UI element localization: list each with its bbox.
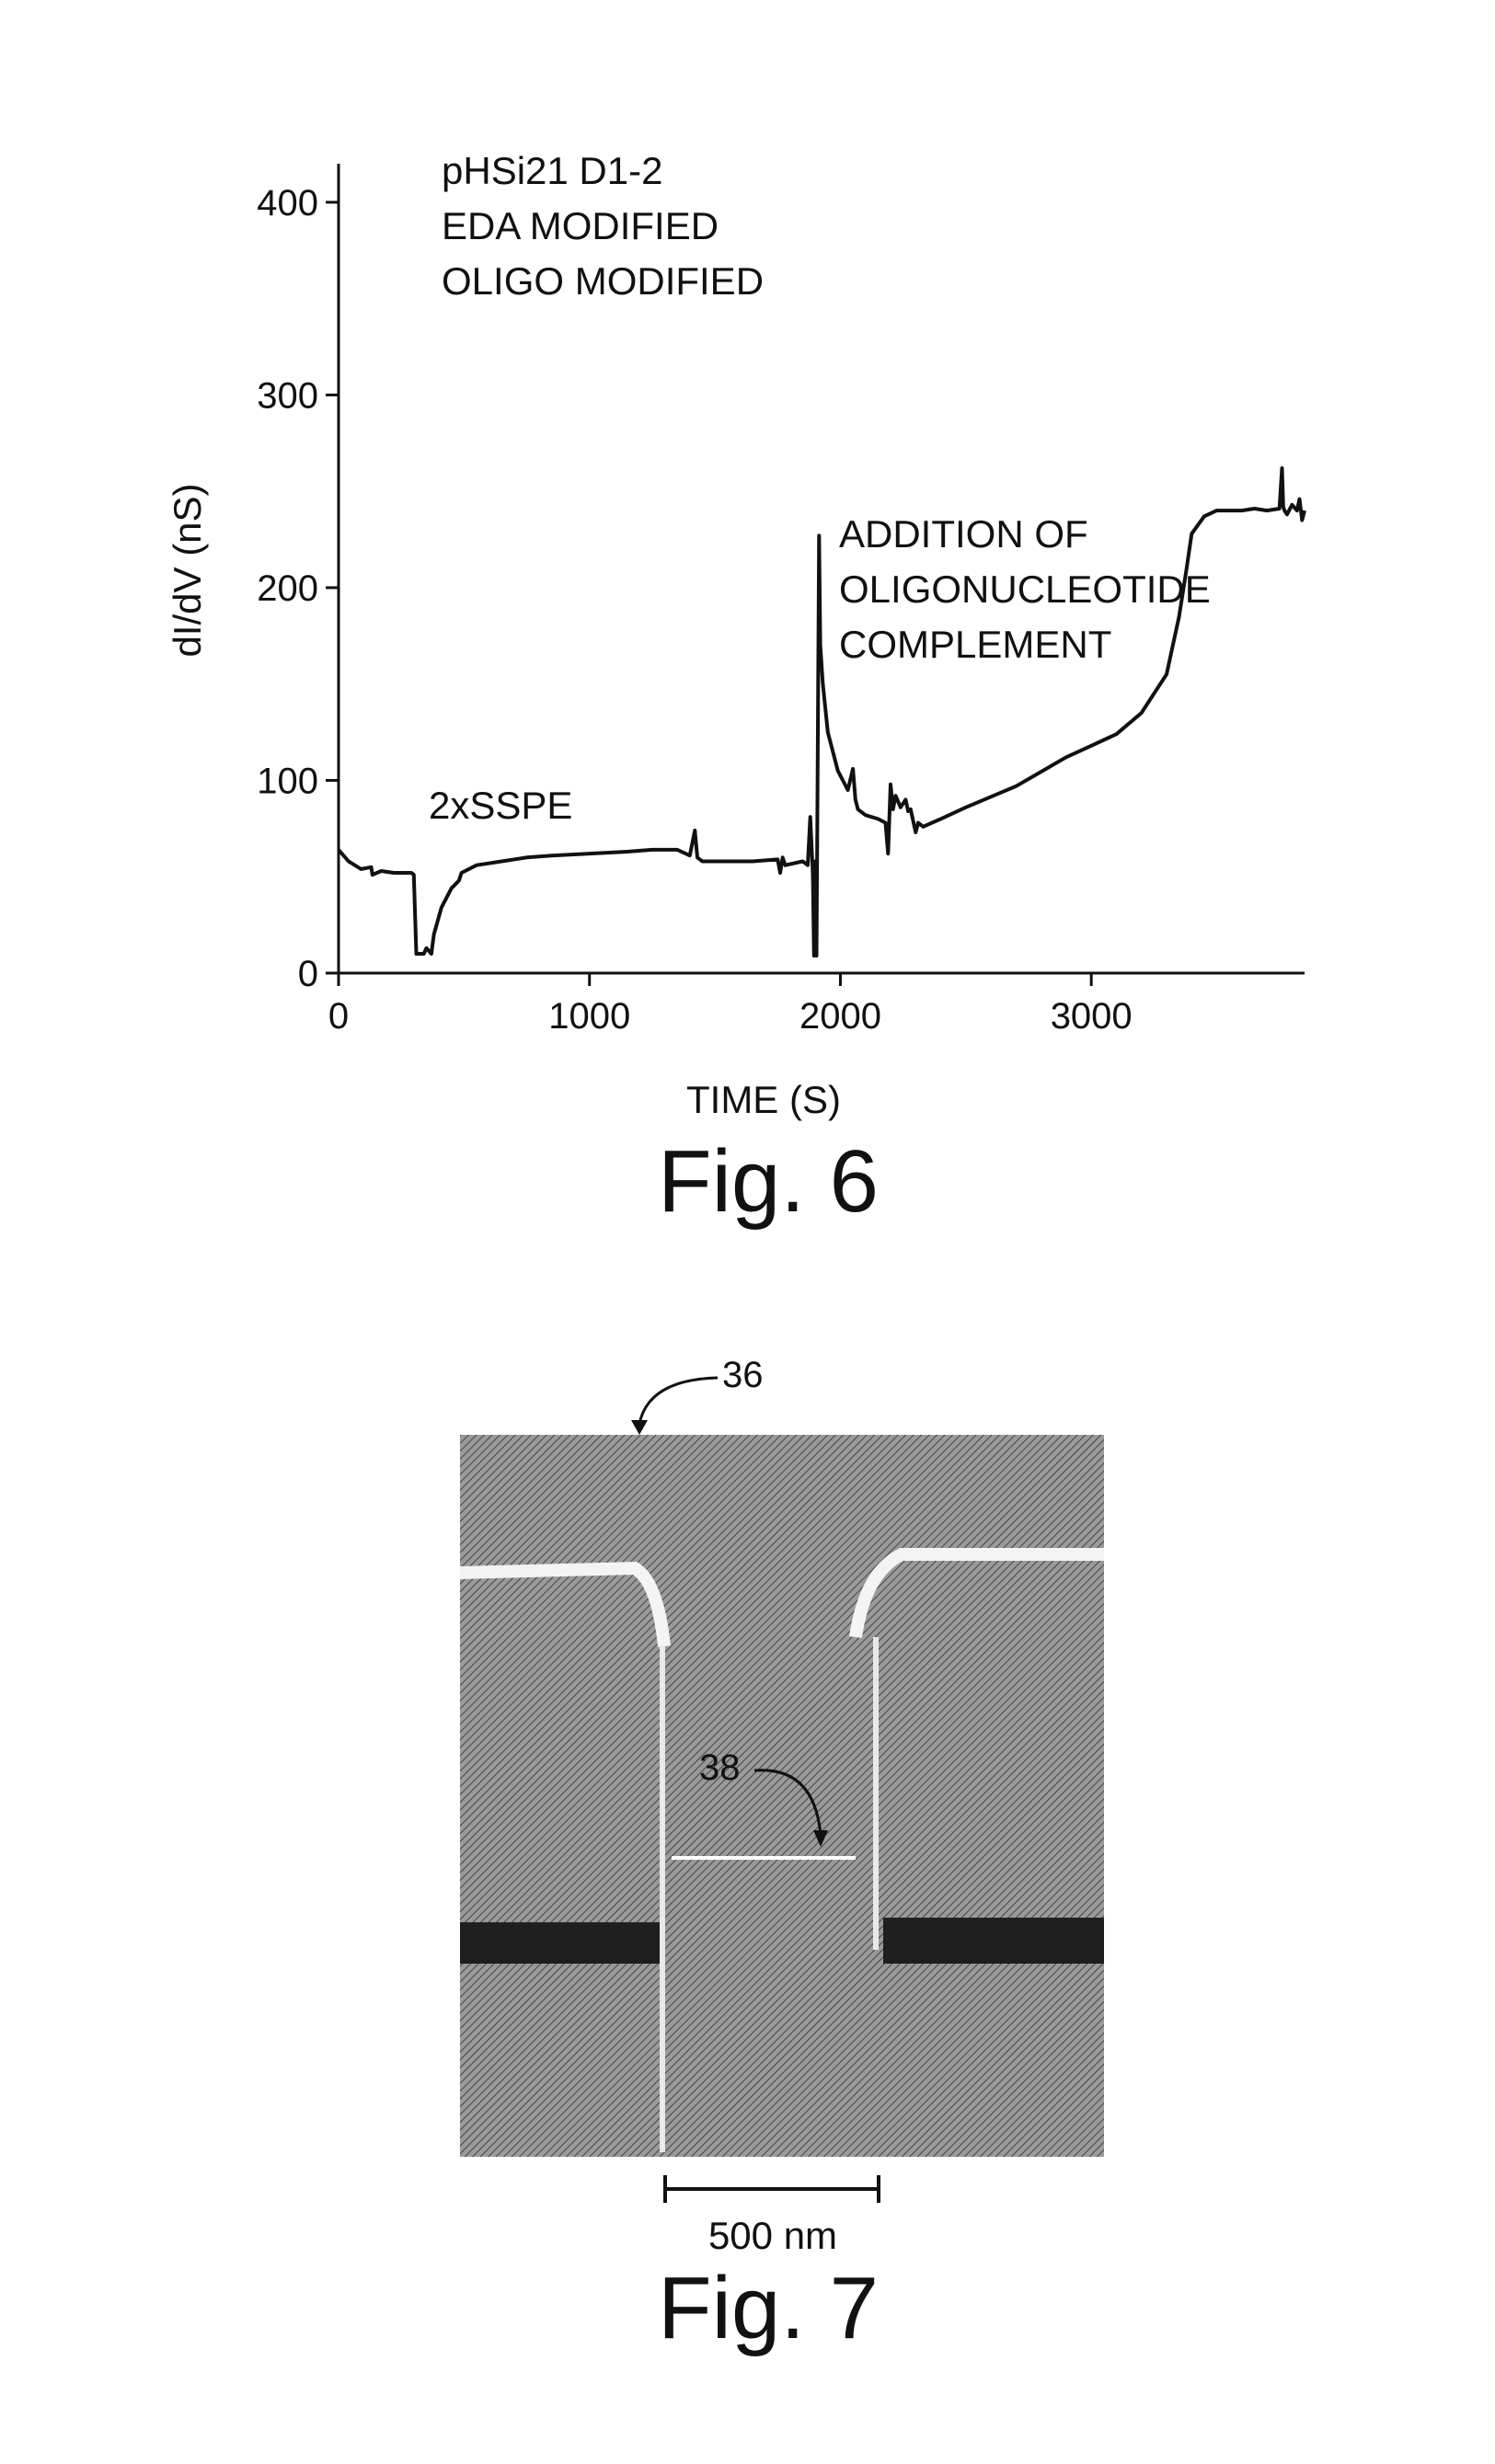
ref-arrowhead-36 — [631, 1420, 648, 1435]
sample-label-line2: EDA MODIFIED — [442, 204, 719, 247]
y-tick-label: 0 — [298, 954, 318, 994]
ref-label-38: 38 — [699, 1748, 741, 1788]
addition-label-line1: ADDITION OF — [839, 512, 1088, 556]
fig7-figure: 36 38 500 nm — [459, 1355, 1104, 2257]
sample-label-line1: pHSi21 D1-2 — [442, 149, 662, 192]
fig6-caption: Fig. 6 — [657, 1132, 880, 1231]
y-tick-label: 400 — [257, 183, 318, 223]
ref-arrowhead-38 — [813, 1830, 828, 1847]
scale-bar — [663, 2175, 880, 2203]
left-dark-band — [460, 1922, 662, 1964]
micrograph-image — [459, 1435, 1104, 2157]
x-axis-label: TIME (S) — [686, 1078, 841, 1121]
x-tick-label: 0 — [328, 996, 349, 1037]
y-ticks: 0 100 200 300 400 — [257, 183, 339, 994]
sample-label-line3: OLIGO MODIFIED — [442, 259, 764, 303]
x-tick-label: 1000 — [548, 996, 630, 1037]
x-tick-label: 2000 — [799, 996, 881, 1037]
addition-label-line3: COMPLEMENT — [839, 623, 1111, 666]
y-axis-label: dI/dV (nS) — [166, 483, 209, 657]
ref-arrow-38 — [753, 1769, 822, 1836]
x-ticks: 0 1000 2000 3000 — [328, 973, 1133, 1037]
ref-label-36: 36 — [722, 1355, 764, 1395]
left-electrode-edge — [459, 1561, 671, 1647]
conductance-series-line — [337, 466, 1306, 958]
ref-arrow-36 — [638, 1376, 719, 1425]
fig7-caption: Fig. 7 — [657, 2259, 880, 2357]
buffer-label: 2xSSPE — [429, 784, 572, 827]
y-tick-label: 300 — [257, 375, 318, 416]
y-tick-label: 200 — [257, 568, 318, 609]
x-tick-label: 3000 — [1051, 996, 1133, 1037]
fig6-chart: 0 100 200 300 400 0 1000 2000 3000 dI/dV (nS) T… — [166, 149, 1306, 1121]
y-tick-label: 100 — [257, 761, 318, 801]
addition-label-line2: OLIGONUCLEOTIDE — [839, 567, 1211, 611]
right-electrode-edge — [849, 1548, 1104, 1639]
right-dark-band — [883, 1918, 1104, 1964]
scale-bar-label: 500 nm — [708, 2214, 837, 2257]
